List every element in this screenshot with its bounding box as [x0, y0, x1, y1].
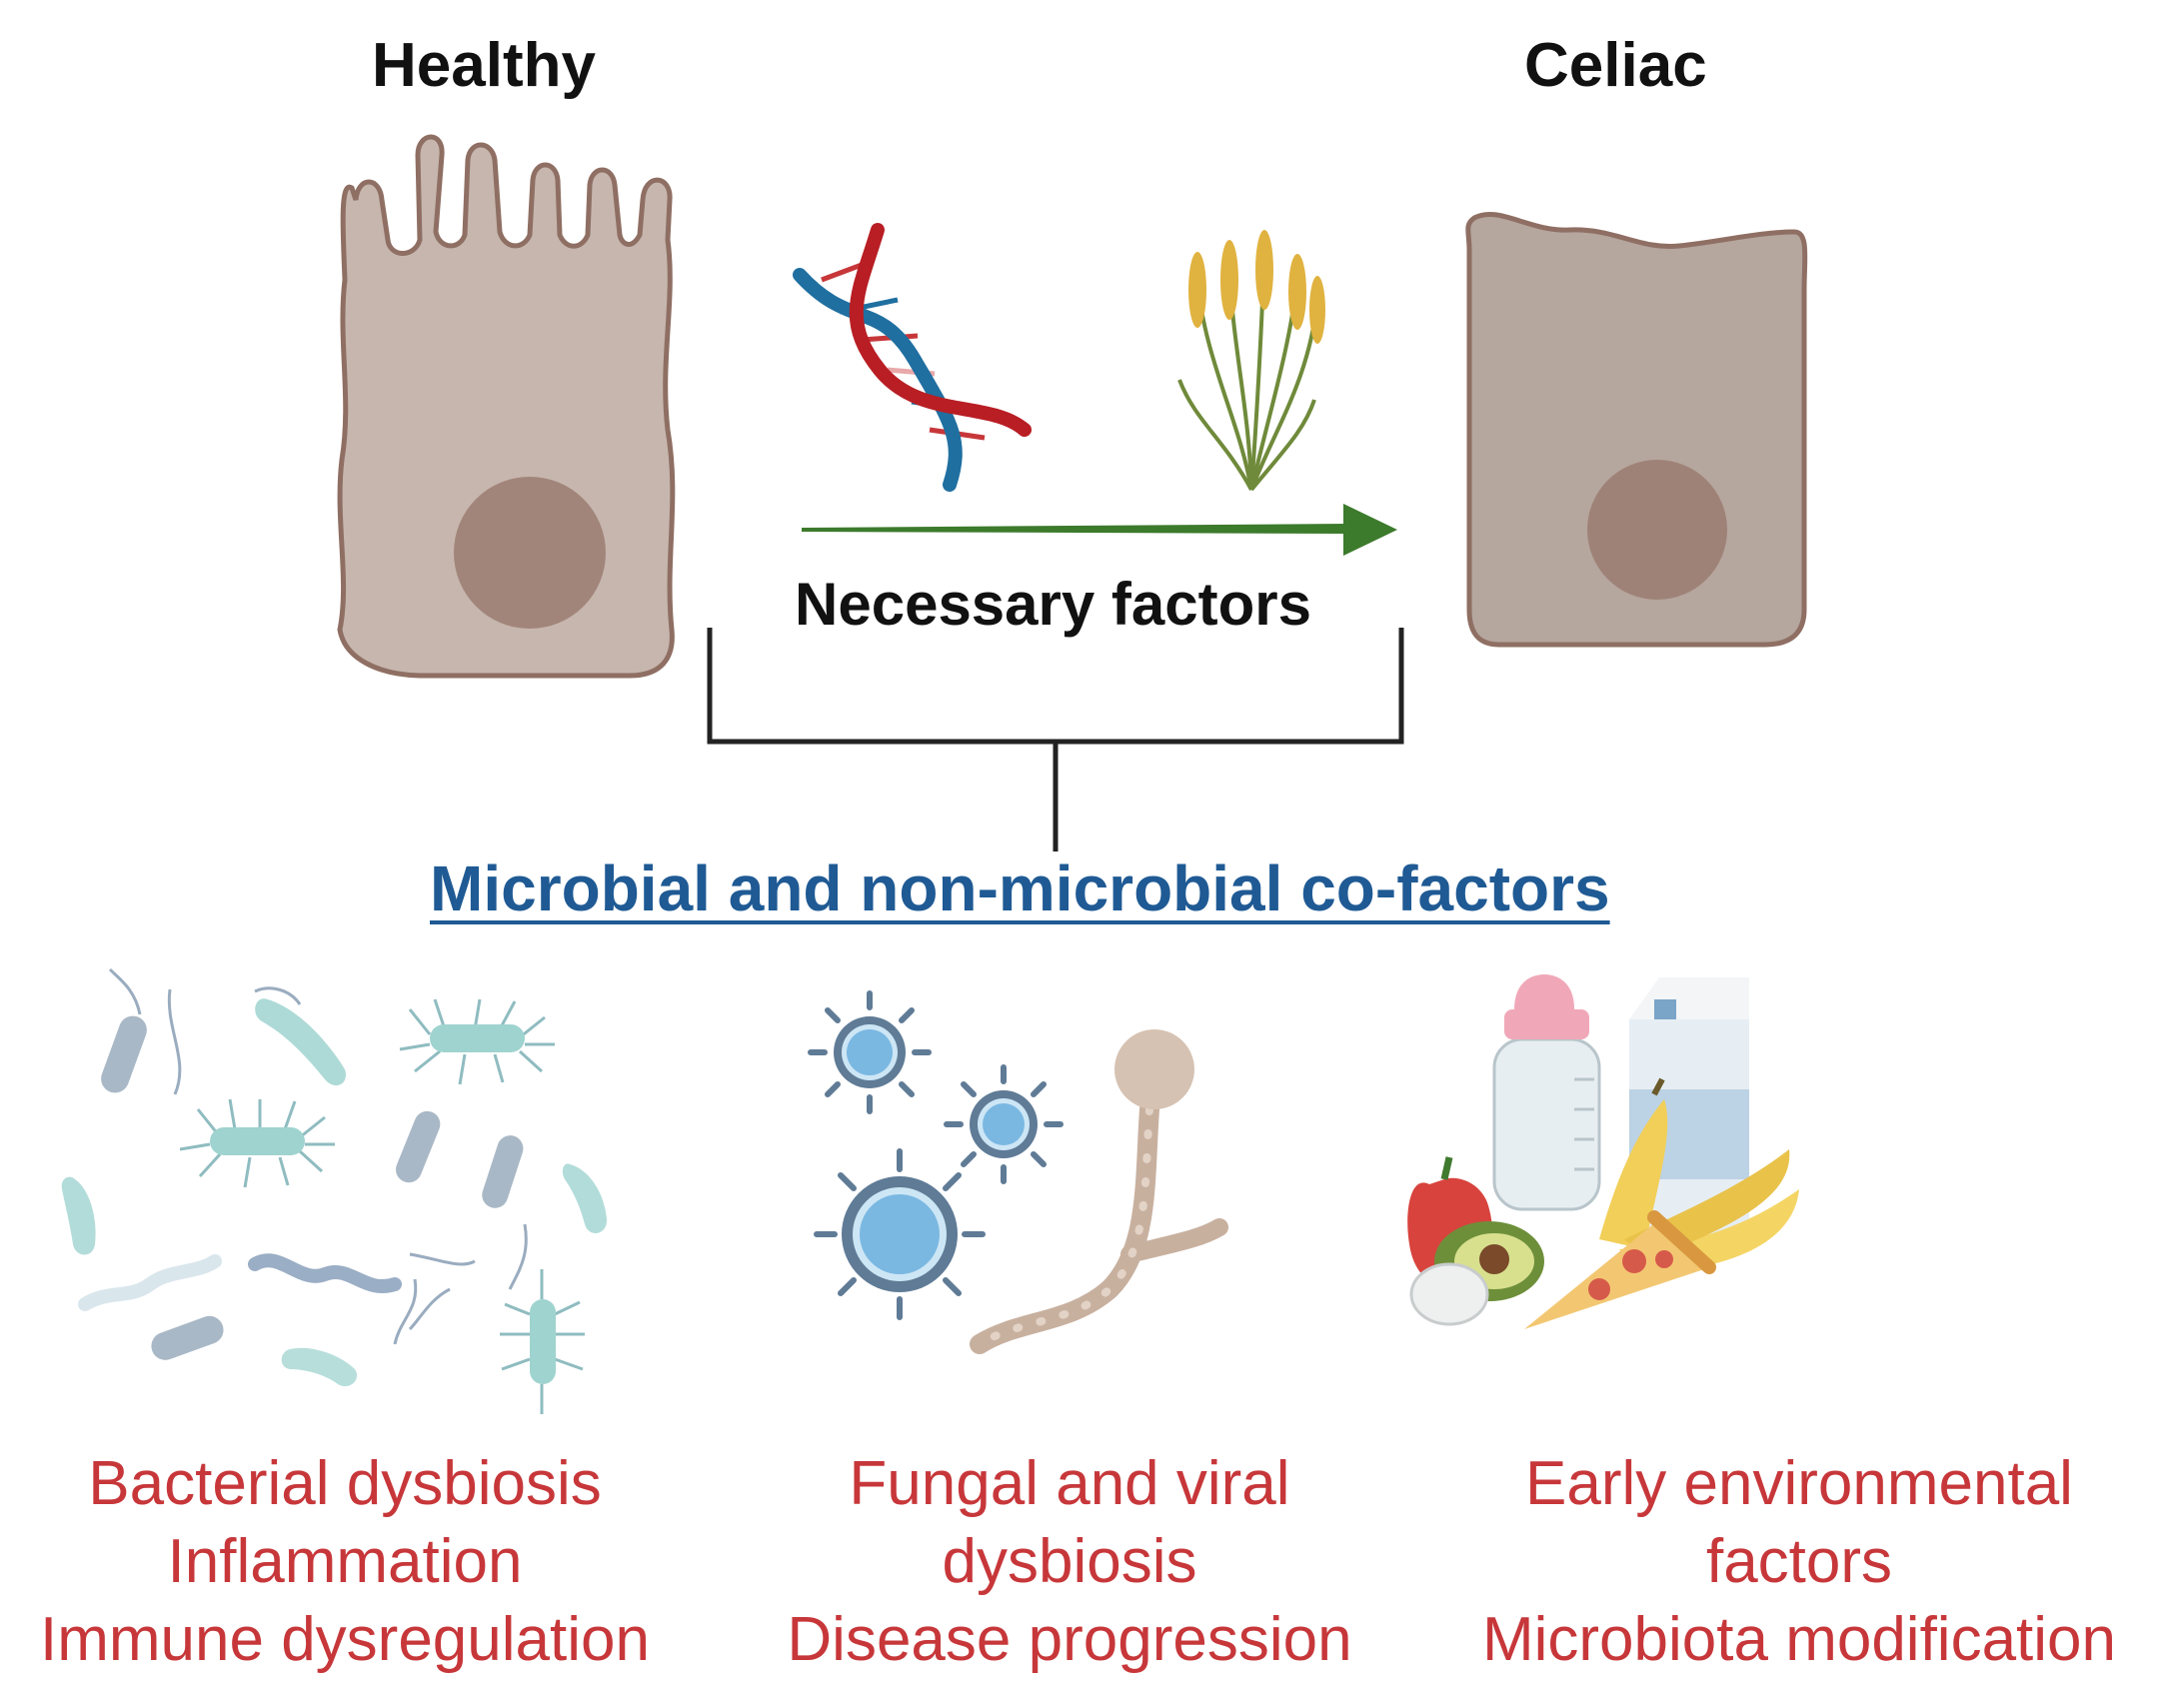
egg-icon [1409, 1262, 1489, 1326]
group-line: Fungal and viral [849, 1449, 1290, 1518]
food-environment-icon [1407, 974, 1799, 1329]
group-line: Bacterial dysbiosis [88, 1449, 602, 1518]
group-line: Early environmental [1525, 1449, 2073, 1518]
cofactors-heading: Microbial and non-microbial co-factors [430, 853, 1610, 924]
baby-bottle-icon [1492, 1037, 1601, 1211]
necessary-factors-arrow [802, 504, 1397, 556]
virus-fungus-icon [808, 990, 1228, 1354]
group-line: Immune dysregulation [40, 1605, 650, 1674]
necessary-factors-label: Necessary factors [795, 571, 1312, 638]
pizza-icon [1524, 1219, 1704, 1329]
wheat-icon [1177, 230, 1325, 492]
dna-helix-icon [793, 223, 1032, 492]
healthy-nucleus [454, 477, 606, 629]
bacteria-cluster-icon [61, 967, 608, 1414]
healthy-cell [337, 134, 676, 679]
group-line: Inflammation [167, 1527, 523, 1596]
group-line: Microbiota modification [1481, 1605, 2117, 1674]
healthy-heading: Healthy [372, 31, 596, 100]
celiac-heading: Celiac [1524, 31, 1707, 100]
fungal-viral-group-text: Fungal and viral dysbiosis Disease progr… [760, 1445, 1379, 1679]
group-line: Disease progression [787, 1605, 1352, 1674]
environmental-group-text: Early environmental factors Microbiota m… [1439, 1445, 2159, 1679]
bacterial-group-text: Bacterial dysbiosis Inflammation Immune … [15, 1445, 675, 1679]
bracket-connector [707, 628, 1404, 852]
celiac-nucleus [1587, 460, 1727, 600]
group-line: factors [1705, 1527, 1893, 1596]
group-line: dysbiosis [942, 1527, 1197, 1596]
celiac-cell [1465, 211, 1808, 648]
